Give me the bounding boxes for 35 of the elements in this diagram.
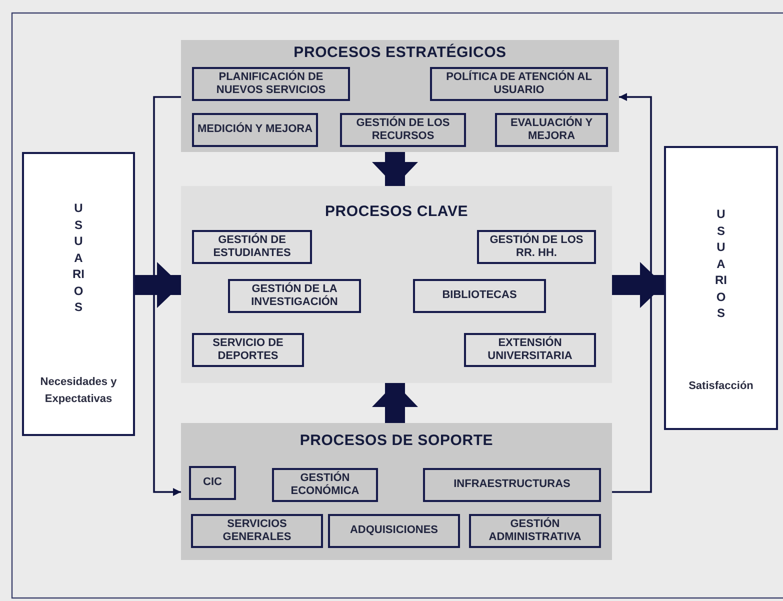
box-caption: Necesidades y Expectativas (39, 375, 118, 406)
process-box: EXTENSIÓN UNIVERSITARIA (464, 333, 596, 367)
process-panel (181, 423, 612, 560)
block-arrow (612, 262, 664, 308)
process-panel (181, 40, 619, 152)
user-box (22, 152, 135, 436)
process-box: GESTIÓN DE LA INVESTIGACIÓN (228, 279, 361, 313)
process-box: PLANIFICACIÓN DE NUEVOS SERVICIOS (192, 67, 350, 101)
process-box: ADQUISICIONES (328, 514, 460, 548)
process-box: GESTIÓN DE ESTUDIANTES (192, 230, 312, 264)
block-arrow (372, 152, 418, 186)
panel-title: PROCESOS ESTRATÉGICOS (292, 44, 508, 61)
vertical-label: USUARIOS (72, 200, 84, 316)
process-box: GESTIÓN ADMINISTRATIVA (469, 514, 601, 548)
block-arrow (372, 383, 418, 423)
process-box: GESTIÓN ECONÓMICA (272, 468, 378, 502)
arrow (153, 96, 181, 496)
process-box: CIC (189, 466, 236, 500)
block-arrow (135, 262, 181, 308)
panel-title: PROCESOS CLAVE (324, 203, 470, 220)
process-box: GESTIÓN DE LOS RECURSOS (340, 113, 466, 147)
process-box: BIBLIOTECAS (413, 279, 546, 313)
process-box: SERVICIOS GENERALES (191, 514, 323, 548)
process-box: POLÍTICA DE ATENCIÓN AL USUARIO (430, 67, 608, 101)
arrow (612, 93, 652, 493)
process-box: SERVICIO DE DEPORTES (192, 333, 304, 367)
process-box: GESTIÓN DE LOS RR. HH. (477, 230, 596, 264)
user-box (664, 146, 778, 430)
vertical-label: USUARIOS (715, 206, 727, 322)
process-panel (181, 186, 612, 383)
process-box: INFRAESTRUCTURAS (423, 468, 601, 502)
process-box: EVALUACIÓN Y MEJORA (495, 113, 608, 147)
box-caption: Satisfacción (688, 379, 754, 394)
panel-title: PROCESOS DE SOPORTE (298, 432, 494, 449)
process-box: MEDICIÓN Y MEJORA (192, 113, 318, 147)
